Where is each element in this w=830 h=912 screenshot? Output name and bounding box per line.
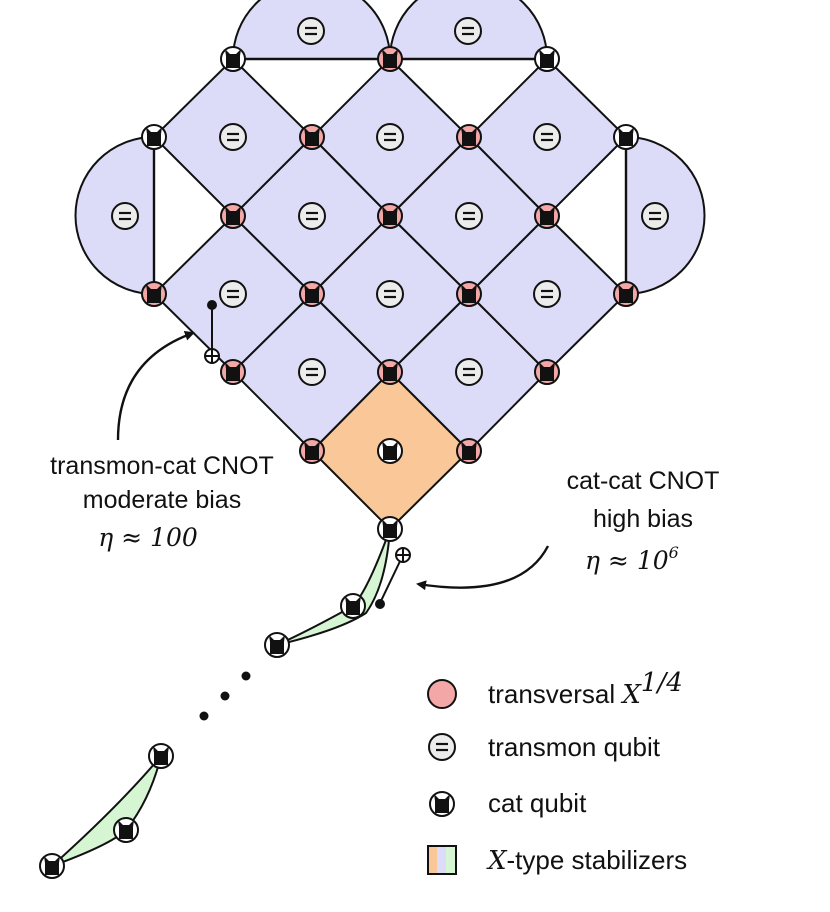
transmon-qubit-icon [297, 201, 327, 231]
annotation-arrows [116, 331, 550, 591]
repetition-arc [276, 528, 391, 646]
cat-qubit-transversal-icon [456, 438, 482, 464]
transversal-marker-icon [427, 679, 457, 709]
transmon-qubit-icon [110, 201, 140, 231]
cat-qubit-transversal-icon [220, 359, 246, 385]
left-annotation-eta: η ≈ 100 [98, 523, 198, 552]
transmon-qubit-icon [218, 122, 248, 152]
cat-qubit-icon [377, 438, 403, 464]
cat-qubit-icon [264, 632, 290, 658]
transmon-qubit-icon [640, 201, 670, 231]
cat-qubit-transversal-icon [534, 203, 560, 229]
cat-qubit-transversal-icon [141, 281, 167, 307]
transmon-qubit-icon [532, 122, 562, 152]
transmon-qubit-icon [532, 279, 562, 309]
legend: transversal X1/4 transmon qubit cat qubi… [427, 668, 687, 876]
cnot-gate-left [204, 300, 220, 364]
cat-qubit-transversal-icon [613, 281, 639, 307]
transmon-qubit-icon [375, 122, 405, 152]
cat-qubit-transversal-icon [377, 46, 403, 72]
transmon-qubit-icon [454, 201, 484, 231]
transmon-qubit-icon [454, 357, 484, 387]
transmon-qubit-icon [375, 279, 405, 309]
left-annotation-line1: transmon-cat CNOT [50, 452, 274, 480]
arrow-to-left-cnot [116, 331, 195, 441]
right-annotation-line1: cat-cat CNOT [567, 467, 720, 495]
right-annotation-line2: high bias [593, 505, 693, 533]
cnot-control-dot [375, 599, 385, 609]
arrow-to-right-cnot [416, 545, 550, 591]
cat-qubit-icon [141, 124, 167, 150]
cat-qubit-icon [39, 853, 65, 879]
cnot-gate-right [375, 547, 411, 609]
cat-qubit-transversal-icon [377, 203, 403, 229]
cat-qubit-transversal-icon [299, 281, 325, 307]
legend-math-x-type: X [486, 846, 508, 876]
left-annotation: transmon-cat CNOT moderate bias η ≈ 100 [50, 452, 274, 552]
transmon-qubit-icon [218, 279, 248, 309]
right-annotation-eta: η ≈ 106 [585, 543, 679, 575]
cat-qubit-icon [148, 743, 174, 769]
right-annotation-eta-exponent: 6 [669, 543, 679, 562]
legend-item-cat: cat qubit [429, 788, 587, 818]
left-annotation-line2: moderate bias [83, 486, 241, 514]
legend-item-transversal: transversal X1/4 [427, 668, 683, 710]
cat-qubit-transversal-icon [299, 124, 325, 150]
cat-qubit-icon [429, 791, 455, 817]
stabilizer-swatch-icon [427, 845, 457, 875]
cat-qubit-transversal-icon [534, 359, 560, 385]
repetition-arc [51, 755, 162, 867]
transmon-qubit-icon [296, 16, 326, 46]
cat-qubit-icon [340, 593, 366, 619]
legend-math-sup: 1/4 [641, 668, 683, 698]
cat-qubit-transversal-icon [456, 281, 482, 307]
cat-qubit-transversal-icon [456, 124, 482, 150]
legend-label-transmon: transmon qubit [488, 732, 661, 762]
cat-qubit-transversal-icon [377, 359, 403, 385]
legend-math-x: X [620, 680, 642, 710]
cat-qubit-transversal-icon [299, 438, 325, 464]
cat-qubit-transversal-icon [220, 203, 246, 229]
legend-label-cat: cat qubit [488, 788, 587, 818]
transmon-qubit-icon [453, 16, 483, 46]
ellipsis-dots [199, 671, 251, 721]
cat-qubit-icon [534, 46, 560, 72]
legend-label-stabilizers: X-type stabilizers [486, 845, 687, 876]
cat-qubit-icon [220, 46, 246, 72]
cat-qubit-icon [113, 817, 139, 843]
transmon-qubit-icon [297, 357, 327, 387]
legend-label-transversal: transversal X1/4 [488, 668, 683, 710]
cnot-control-dot [207, 300, 217, 310]
legend-text-transversal: transversal [488, 679, 622, 709]
right-annotation: cat-cat CNOT high bias η ≈ 106 [567, 467, 720, 575]
cat-qubit-icon [377, 516, 403, 542]
right-annotation-eta-prefix: η ≈ 10 [585, 546, 669, 575]
legend-item-stabilizers: X-type stabilizers [427, 845, 687, 876]
legend-text-stabilizers: -type stabilizers [507, 845, 688, 875]
cat-qubit-icon [613, 124, 639, 150]
transmon-qubit-icon [427, 732, 457, 762]
legend-item-transmon: transmon qubit [427, 732, 661, 762]
